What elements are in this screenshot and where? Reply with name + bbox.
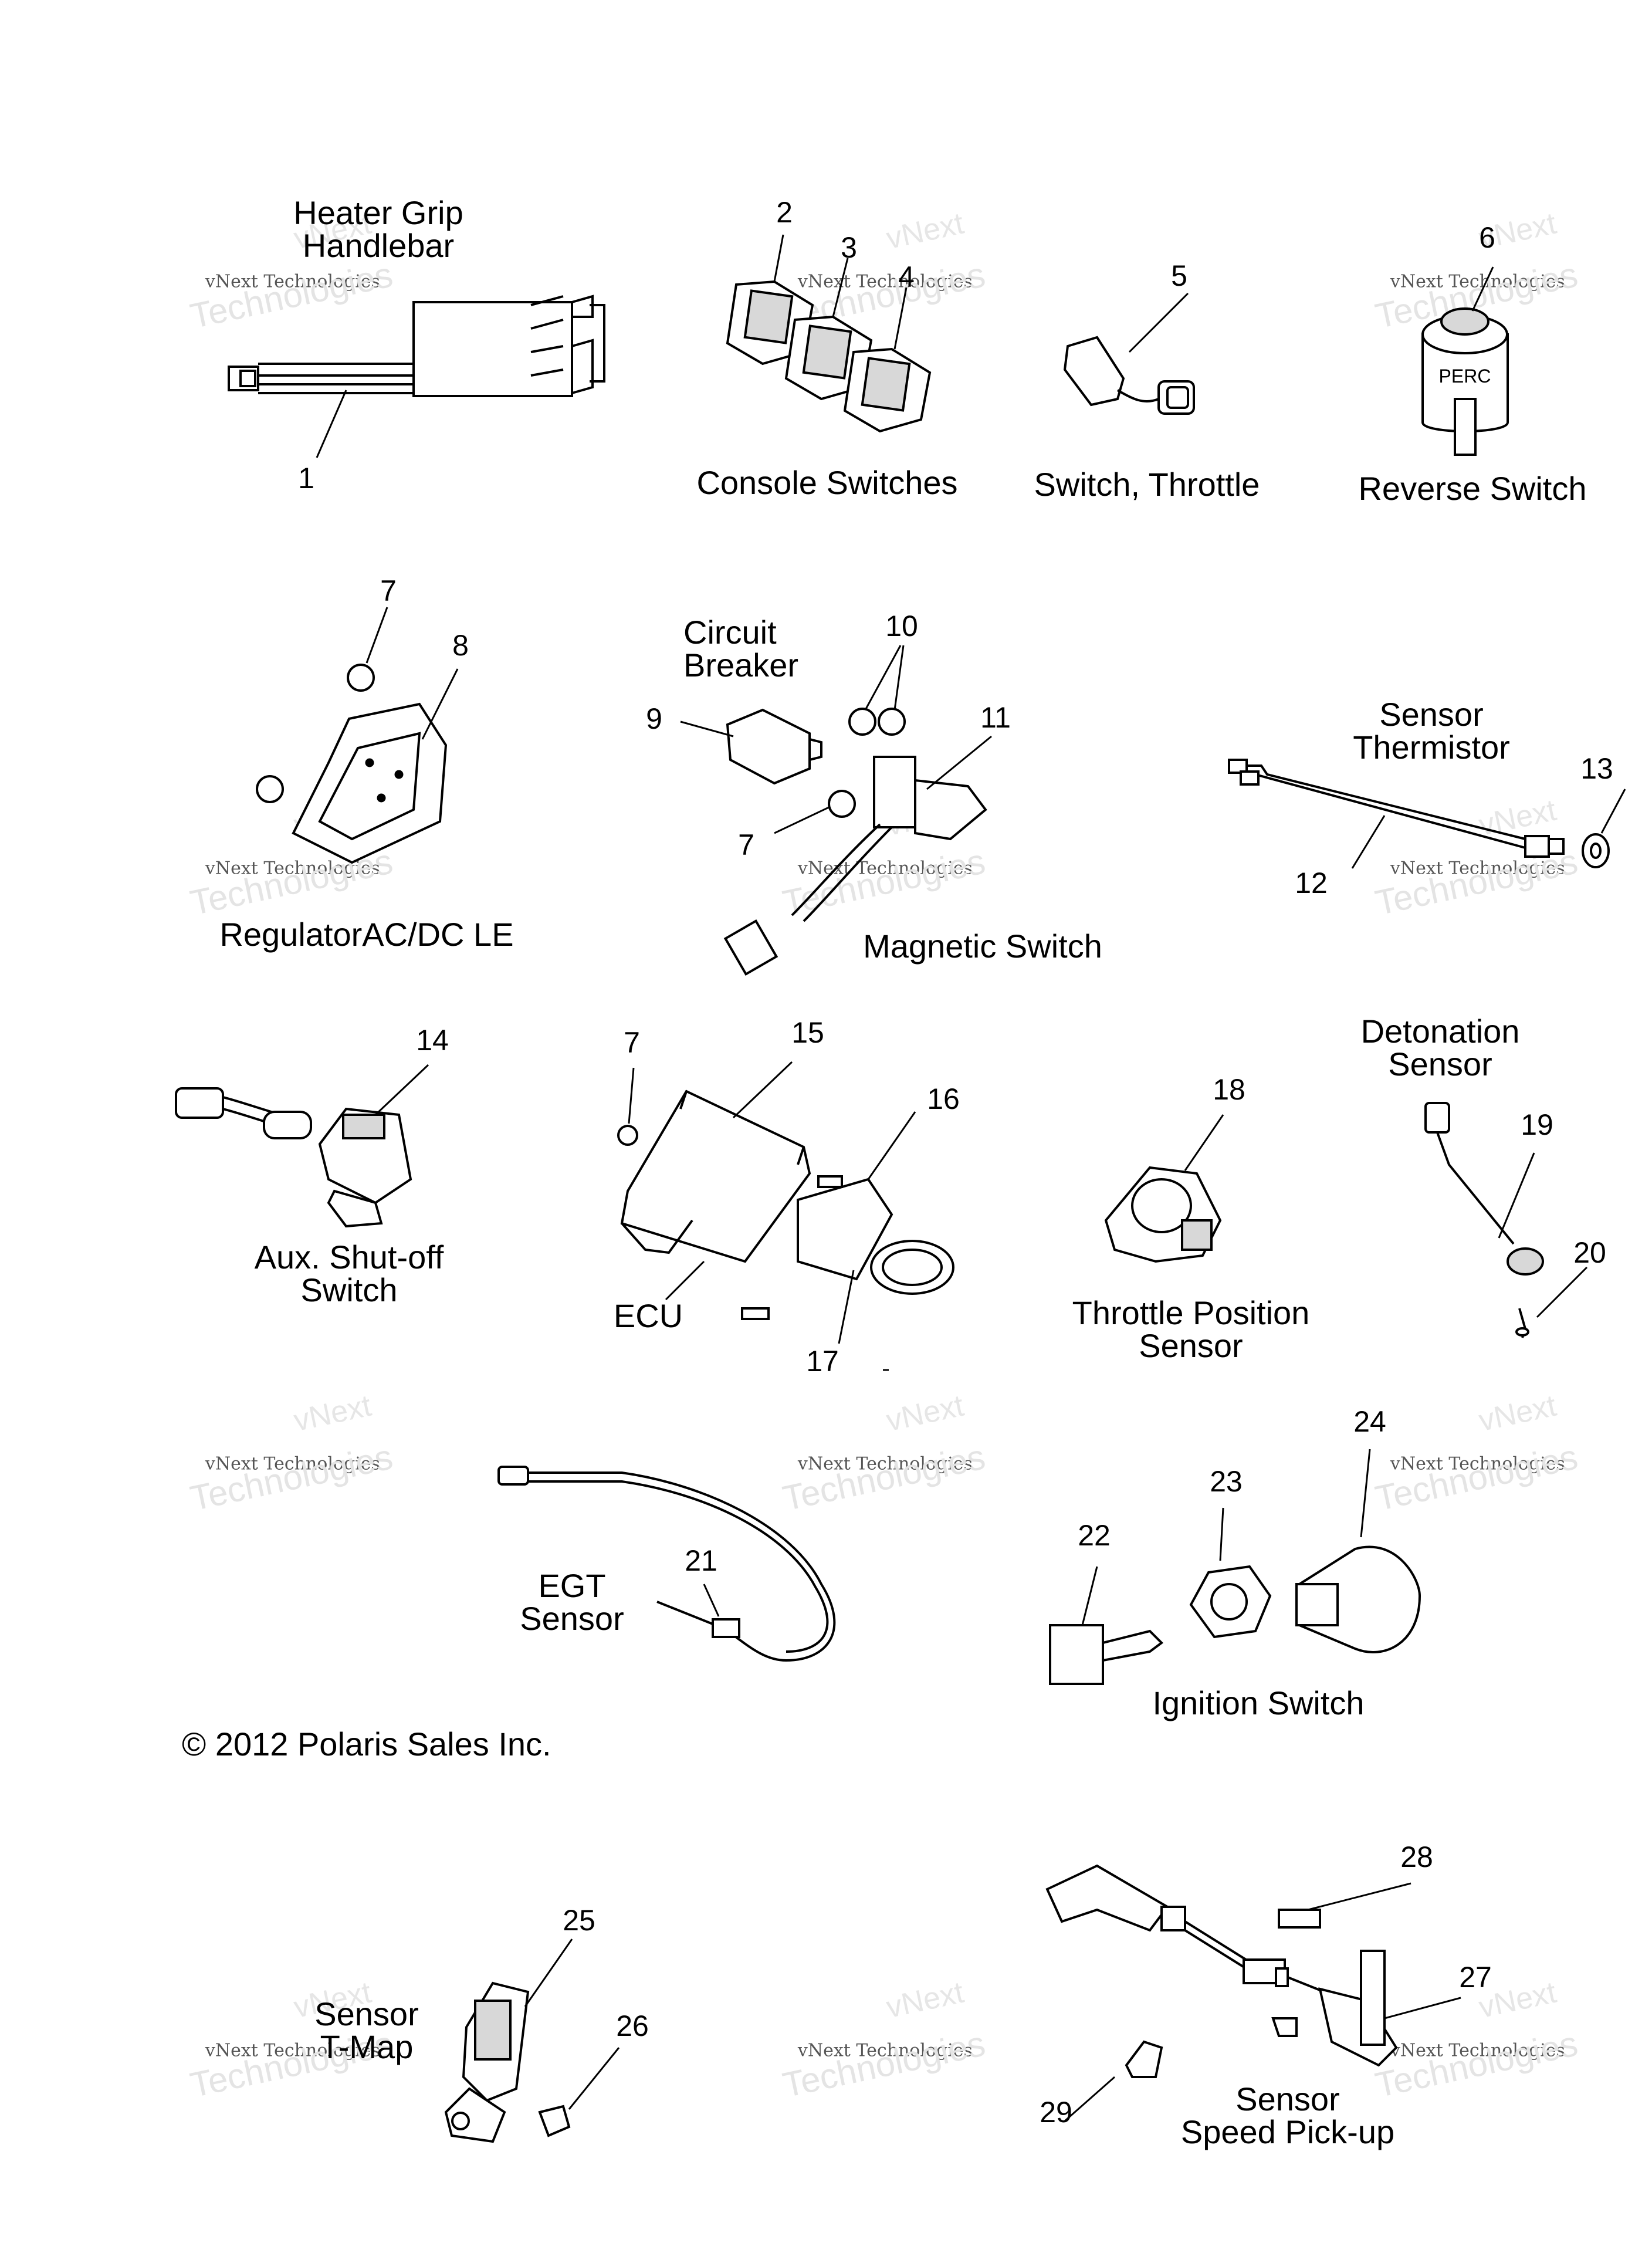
- regulator-label: RegulatorAC/DC LE: [219, 916, 514, 953]
- part-number: 26: [616, 2010, 649, 2042]
- part-number: 10: [885, 610, 918, 642]
- part-number: 27: [1459, 1961, 1492, 1994]
- part-number: 17: [806, 1345, 839, 1378]
- part-number: 23: [1210, 1465, 1243, 1498]
- part-number: 11: [980, 701, 1011, 734]
- throttle-position-drawing: [1104, 1114, 1224, 1263]
- ignition-switch-drawing: [1049, 1449, 1421, 1685]
- ecu-label: ECU: [613, 1297, 683, 1334]
- part-number: 14: [416, 1024, 449, 1057]
- sensor-tmap-label: Sensor T-Map: [314, 1995, 419, 2065]
- part-number: 18: [1213, 1073, 1245, 1106]
- part-number: 19: [1521, 1108, 1553, 1141]
- heater-grip-drawing: [228, 295, 605, 458]
- part-number: 22: [1078, 1519, 1111, 1552]
- part-number: 7: [738, 828, 754, 861]
- part-number: 6: [1479, 221, 1495, 254]
- ecu-drawing: [617, 1061, 954, 1344]
- magnetic-switch-drawing: [680, 645, 992, 976]
- aux-shutoff-drawing: [175, 1064, 429, 1228]
- regulator-drawing: [256, 607, 459, 864]
- switch-throttle-label: Switch, Throttle: [1034, 466, 1260, 503]
- throttle-switch-drawing: [1063, 292, 1195, 415]
- part-number: 7: [624, 1026, 640, 1059]
- ignition-switch-label: Ignition Switch: [1152, 1684, 1365, 1721]
- sensor-thermistor-label: Sensor Thermistor: [1353, 696, 1510, 766]
- perc-label: PERC: [1438, 366, 1491, 387]
- circuit-breaker-label: Circuit Breaker: [683, 614, 799, 684]
- sensor-tmap-drawing: [444, 1939, 620, 2143]
- part-number: 4: [898, 261, 915, 293]
- sensor-thermistor-drawing: [1228, 759, 1626, 869]
- copyright-notice: © 2012 Polaris Sales Inc.: [182, 1726, 551, 1763]
- part-number: 29: [1040, 2096, 1072, 2129]
- part-number: 25: [563, 1904, 595, 1937]
- detonation-sensor-label: Detonation Sensor: [1360, 1013, 1520, 1082]
- egt-sensor-label: EGT Sensor: [520, 1567, 624, 1637]
- part-number: 1: [298, 462, 314, 495]
- egt-sensor-drawing: [497, 1466, 836, 1662]
- part-number: 9: [646, 702, 662, 735]
- reverse-switch-drawing: [1421, 266, 1509, 456]
- aux-shutoff-label: Aux. Shut-off Switch: [254, 1239, 444, 1308]
- reverse-switch-label: Reverse Switch: [1358, 470, 1587, 507]
- heater-grip-label: Heater Grip Handlebar: [293, 194, 463, 264]
- part-number: 3: [841, 231, 857, 264]
- part-number: 8: [452, 629, 469, 662]
- magnetic-switch-label: Magnetic Switch: [863, 928, 1102, 965]
- speed-pickup-drawing: [1045, 1864, 1461, 2122]
- console-switches-label: Console Switches: [696, 464, 958, 501]
- speed-pickup-label: Sensor Speed Pick-up: [1180, 2081, 1395, 2150]
- part-number: 28: [1400, 1841, 1433, 1873]
- part-number: 12: [1295, 867, 1328, 899]
- part-number: 20: [1573, 1236, 1606, 1269]
- part-number: 7: [380, 574, 397, 607]
- part-number: 5: [1171, 259, 1187, 292]
- part-number: 16: [927, 1082, 960, 1115]
- part-number: 13: [1580, 752, 1613, 785]
- part-number: 24: [1353, 1405, 1386, 1438]
- detonation-sensor-drawing: [1424, 1102, 1588, 1338]
- part-number: 2: [776, 196, 793, 229]
- part-number: 21: [685, 1544, 717, 1577]
- part-number: 15: [791, 1016, 824, 1049]
- console-switches-drawing: [726, 234, 932, 433]
- throttle-position-label: Throttle Position Sensor: [1072, 1294, 1310, 1364]
